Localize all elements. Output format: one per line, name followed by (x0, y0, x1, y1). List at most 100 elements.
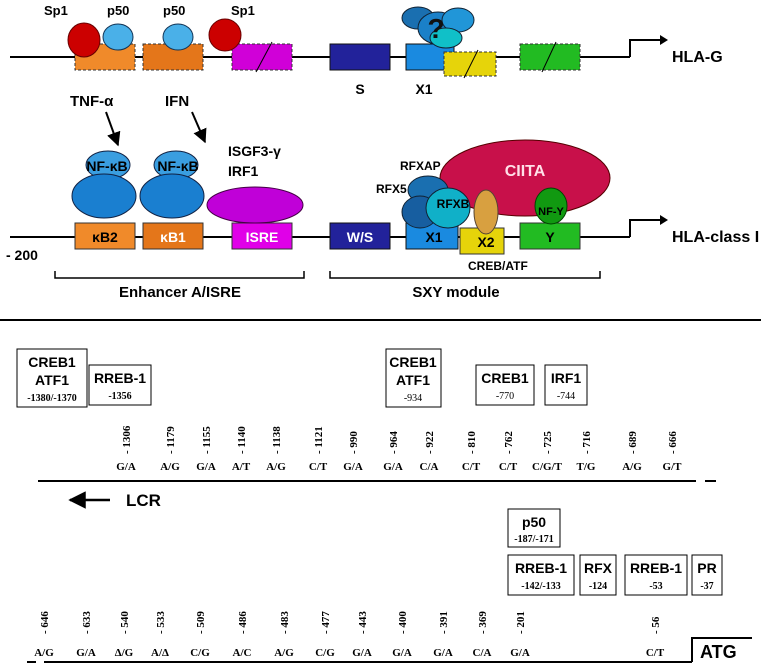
allele-label: A/G (34, 647, 54, 659)
nfy-label: NF-Y (538, 206, 564, 218)
binding-box-creb1-atf1-934: CREB1 ATF1 -934 (385, 348, 442, 408)
binding-box-p50-187: p50 -187/-171 (507, 508, 561, 548)
rfx5-label: RFX5 (376, 182, 407, 196)
nfkb-right-label: NF-κB (157, 158, 198, 174)
allele-label: G/T (663, 461, 683, 473)
allele-label: A/G (266, 461, 286, 473)
position-label: - 391 (438, 611, 450, 634)
hla-g-tss-arrow (629, 35, 668, 57)
ws-box (329, 222, 391, 250)
kb2-box-label: κB2 (92, 229, 118, 245)
hla-g-promoter: S X1 Sp1 p50 p50 Sp1 ? HLA-G (10, 3, 723, 97)
rfxb-label: RFXB (437, 197, 470, 211)
allele-label: C/G (190, 647, 210, 659)
hla-g-p50-right-label: p50 (163, 3, 185, 18)
binding-box-rfx-124: RFX -124 (579, 554, 617, 596)
hla-g-isre-mutation-slash (255, 41, 273, 73)
svg-text:CREB1: CREB1 (389, 354, 437, 370)
nfkb-left-factor (71, 150, 137, 219)
hla-g-s-box (329, 43, 391, 71)
atg-label: ATG (700, 642, 737, 662)
allele-label: C/A (473, 647, 492, 659)
allele-label: T/G (577, 461, 596, 473)
irf1-label: IRF1 (228, 163, 259, 179)
svg-text:IRF1: IRF1 (551, 370, 582, 386)
rfx-complex (401, 175, 568, 235)
allele-label: A/T (232, 461, 251, 473)
allele-label: G/A (116, 461, 136, 473)
hla-g-isre-box (231, 43, 293, 71)
position-label: - 1140 (236, 426, 248, 454)
position-label: - 666 (667, 431, 679, 454)
row1-position-labels: - 1306- 1179- 1155- 1140- 1138- 1121- 99… (121, 425, 679, 454)
row2-position-labels: - 646- 633- 540- 533- 509- 486- 483- 477… (39, 611, 662, 634)
position-label: - 1138 (271, 426, 283, 454)
position-label: - 400 (397, 611, 409, 634)
x1-box-label: X1 (425, 229, 442, 245)
hla-g-sp1-right-label: Sp1 (231, 3, 255, 18)
position-label: - 716 (581, 431, 593, 454)
nfkb-right-factor (139, 150, 205, 219)
allele-label: Δ/G (115, 647, 134, 659)
position-label: - 533 (155, 611, 167, 634)
allele-label: C/T (499, 461, 518, 473)
position-label: - 725 (542, 431, 554, 454)
ifn-stimulus-label: IFN (165, 93, 189, 110)
allele-label: G/A (196, 461, 216, 473)
binding-box-rreb1-142: RREB-1 -142/-133 (507, 554, 575, 596)
position-label: - 1306 (121, 425, 133, 454)
svg-text:-124: -124 (589, 581, 607, 592)
svg-text:-1356: -1356 (108, 391, 131, 402)
binding-box-rreb1-1356: RREB-1 -1356 (88, 364, 152, 406)
hla-g-unknown-complex: ? (401, 6, 475, 49)
svg-text:ATF1: ATF1 (35, 372, 69, 388)
svg-text:-187/-171: -187/-171 (514, 534, 553, 545)
lcr-label: LCR (126, 491, 161, 510)
hla-class1-promoter: TNF-α IFN κB2 κB1 ISRE W/S X2 X1 Y CIITA… (6, 93, 759, 301)
isre-box-label: ISRE (246, 229, 279, 245)
sxy-bracket (329, 271, 601, 279)
y-box (519, 222, 581, 250)
svg-text:PR: PR (697, 560, 716, 576)
allele-label: G/A (433, 647, 453, 659)
position-label: - 990 (348, 431, 360, 454)
isgf3-irf1-factor (206, 186, 304, 224)
y-box-label: Y (545, 229, 555, 245)
allele-label: C/A (420, 461, 439, 473)
allele-label: C/T (462, 461, 481, 473)
svg-text:-37: -37 (700, 581, 713, 592)
binding-box-creb1-770: CREB1 -770 (475, 364, 535, 406)
allele-label: C/G/T (532, 461, 563, 473)
svg-text:-53: -53 (649, 581, 662, 592)
position-label: - 201 (515, 611, 527, 634)
hla-g-y-mutation-slash (541, 41, 557, 73)
x2-box-label: X2 (477, 234, 494, 250)
allele-label: G/A (383, 461, 403, 473)
rfxap-label: RFXAP (400, 159, 441, 173)
position-label: - 509 (195, 611, 207, 634)
nfkb-left-label: NF-κB (86, 158, 127, 174)
position-label: - 1121 (313, 426, 325, 454)
kb2-box (74, 222, 136, 250)
svg-text:ATF1: ATF1 (396, 372, 430, 388)
ws-box-label: W/S (347, 229, 373, 245)
position-label: - 689 (627, 431, 639, 454)
allele-label: G/A (343, 461, 363, 473)
position-label: - 810 (466, 431, 478, 454)
binding-box-pr-37: PR -37 (691, 554, 723, 596)
svg-text:RREB-1: RREB-1 (94, 370, 146, 386)
position-label: - 762 (503, 431, 515, 454)
svg-text:RREB-1: RREB-1 (515, 560, 567, 576)
binding-box-irf1-744: IRF1 -744 (544, 364, 588, 406)
allele-label: C/T (646, 647, 665, 659)
position-label: - 1155 (201, 426, 213, 454)
position-label: - 922 (424, 431, 436, 454)
allele-label: G/A (510, 647, 530, 659)
hla-g-unknown-question-mark: ? (427, 13, 444, 44)
enhancer-bracket (54, 271, 305, 279)
hla-g-gene-label: HLA-G (672, 49, 723, 66)
hla-g-y-box (519, 43, 581, 71)
hla-g-p50-left-label: p50 (107, 3, 129, 18)
